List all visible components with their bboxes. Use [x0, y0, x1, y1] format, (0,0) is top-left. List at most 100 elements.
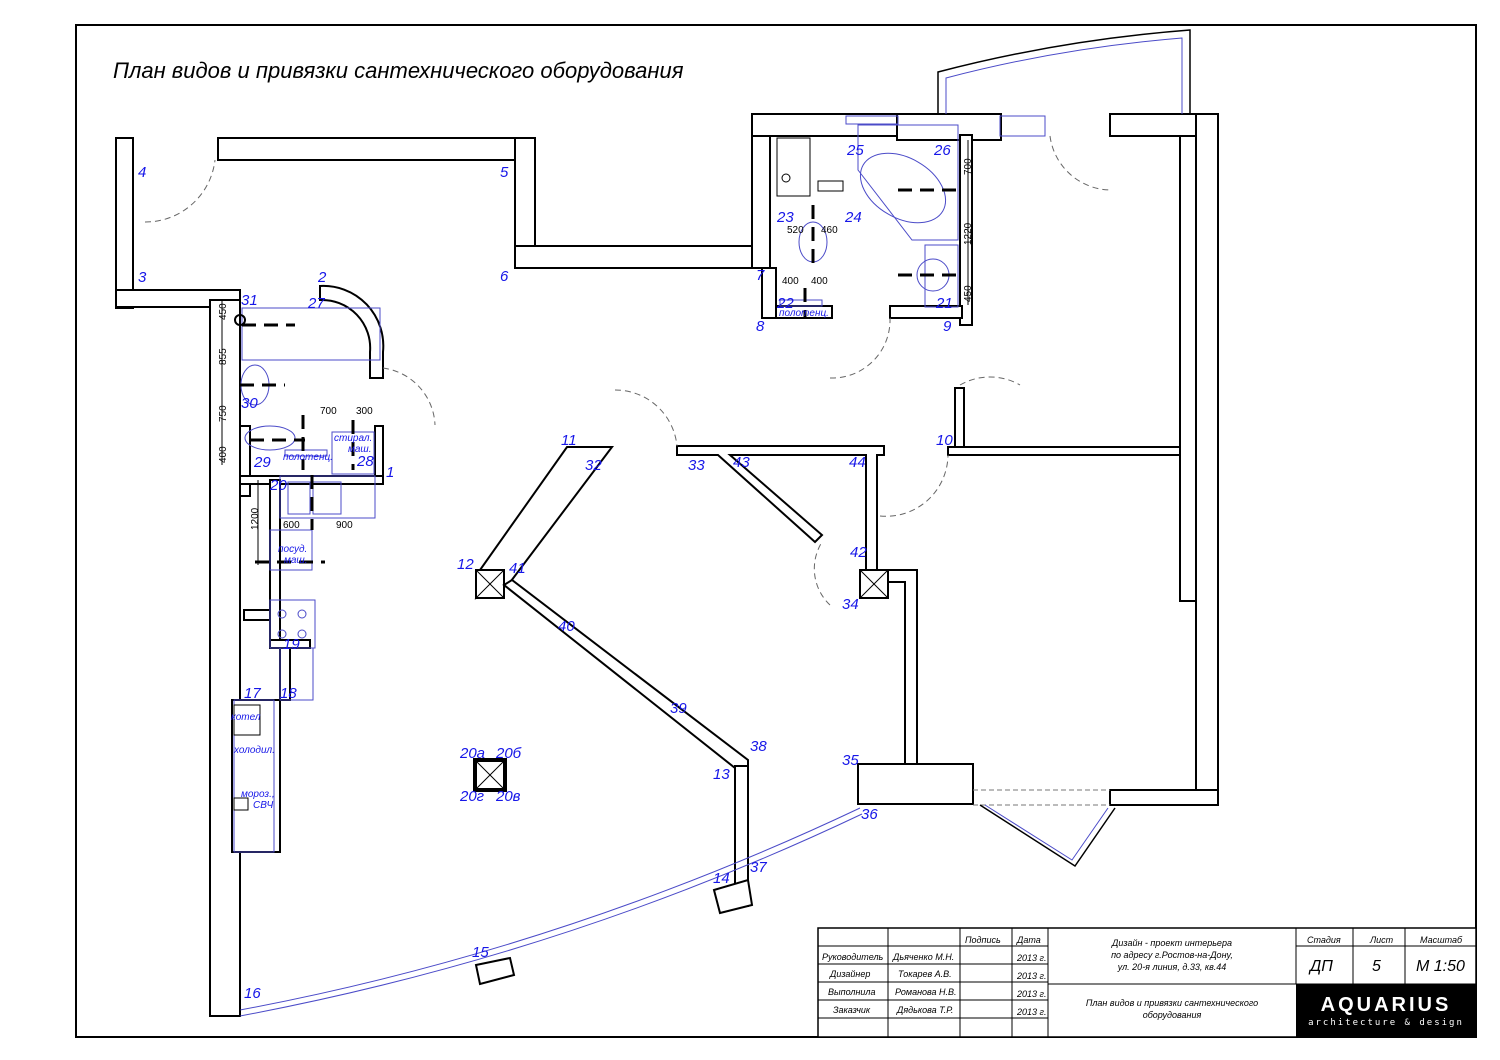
point-label: 44	[849, 454, 866, 471]
person-name: Дьяченко М.Н.	[892, 952, 954, 962]
sheet-title: План видов и привязки сантехнического	[1086, 998, 1258, 1008]
point-label: 34	[842, 596, 859, 613]
point-label: 30	[241, 395, 258, 412]
dimension: 400	[811, 276, 828, 287]
point-label: 12	[457, 556, 474, 573]
equipment-labels: стирал. маш. полотенц. полотенц. посуд. …	[231, 308, 829, 811]
towel-rail-label: полотенц.	[779, 308, 829, 319]
point-label: 20г	[459, 788, 485, 805]
point-label: 8	[756, 318, 765, 335]
point-label: 32	[585, 457, 602, 474]
person-name: Токарев А.В.	[898, 969, 952, 979]
point-label: 7	[756, 267, 765, 284]
point-label: 14	[713, 870, 730, 887]
dimension: 400	[218, 446, 229, 463]
role: Выполнила	[828, 987, 876, 997]
point-label: 28	[356, 453, 374, 470]
role: Дизайнер	[829, 969, 870, 979]
dimension: 520	[787, 225, 804, 236]
microwave-label: СВЧ	[253, 800, 274, 811]
dimension-labels: 450 855 750 400 700 300 1200 600 900 520…	[218, 140, 974, 565]
towel-rail-label: полотенц.	[283, 452, 333, 463]
logo-name: AQUARIUS	[1321, 994, 1452, 1016]
point-label: 21	[935, 295, 953, 312]
scale-header: Масштаб	[1420, 935, 1463, 945]
dimension: 900	[336, 520, 353, 531]
date: 2013 г.	[1016, 953, 1046, 963]
point-label: 20б	[495, 745, 522, 762]
point-label: 40	[558, 618, 575, 635]
point-label: 9	[943, 318, 952, 335]
sheet-header: Лист	[1369, 935, 1394, 945]
point-label: 29	[253, 454, 271, 471]
project-line: по адресу г.Ростов-на-Дону,	[1111, 950, 1233, 960]
scale-value: М 1:50	[1416, 958, 1465, 975]
logo-tagline: architecture & design	[1308, 1018, 1464, 1028]
dimension: 400	[782, 276, 799, 287]
point-label: 37	[750, 859, 767, 876]
washer-label: стирал.	[334, 433, 372, 444]
point-label: 1	[386, 464, 394, 481]
project-line: ул. 20-я линия, д.33, кв.44	[1117, 962, 1227, 972]
role: Руководитель	[822, 952, 884, 962]
drawing-frame	[75, 24, 1477, 1038]
point-label: 17	[244, 685, 261, 702]
point-label: 39	[670, 700, 687, 717]
axis-markers	[240, 188, 960, 564]
role: Заказчик	[833, 1005, 871, 1015]
point-labels: 4 5 3 2 6 7 8 9 10 11 32 33 43 44 42 34 …	[138, 142, 953, 1002]
title-block: Подпись Дата Руководитель Дьяченко М.Н. …	[817, 927, 1477, 1038]
point-label: 33	[688, 457, 705, 474]
dimension: 300	[356, 406, 373, 417]
aquarius-logo: AQUARIUS architecture & design	[1296, 984, 1476, 1037]
dimension: 460	[821, 225, 838, 236]
sheet-number: 5	[1372, 958, 1381, 975]
boiler-label: котел	[231, 712, 261, 723]
date: 2013 г.	[1016, 989, 1046, 999]
point-label: 36	[861, 806, 878, 823]
date: 2013 г.	[1016, 1007, 1046, 1017]
dimension: 450	[218, 303, 229, 320]
stage-value: ДП	[1308, 958, 1333, 975]
plumbing-equipment	[233, 124, 959, 853]
drawing-title: План видов и привязки сантехнического об…	[113, 58, 684, 83]
sheet-title: оборудования	[1143, 1010, 1202, 1020]
freezer-label: мороз.,	[241, 789, 275, 800]
dimension: 1200	[250, 507, 261, 530]
point-label: 11	[561, 432, 577, 449]
dishwasher-label: посуд.	[278, 544, 307, 555]
dishwasher-label: маш.	[284, 555, 308, 566]
point-label: 18	[280, 685, 297, 702]
fridge-label: холодил.	[233, 745, 275, 756]
project-line: Дизайн - проект интерьера	[1111, 938, 1232, 948]
dimension: 700	[320, 406, 337, 417]
point-label: 23	[776, 209, 794, 226]
point-label: 31	[241, 292, 258, 309]
washer-label: маш.	[348, 444, 372, 455]
point-label: 6	[500, 268, 509, 285]
date: 2013 г.	[1016, 971, 1046, 981]
point-label: 19	[283, 636, 300, 653]
point-label: 20а	[459, 745, 485, 762]
point-label: 43	[733, 454, 750, 471]
point-label: 13	[713, 766, 730, 783]
point-label: 16	[244, 985, 261, 1002]
person-name: Романова Н.В.	[895, 987, 957, 997]
point-label: 2	[317, 269, 327, 286]
walls	[115, 29, 1219, 1017]
point-label: 15	[472, 944, 489, 961]
dimension: 750	[218, 405, 229, 422]
doors	[144, 135, 1111, 606]
point-label: 41	[509, 560, 526, 577]
point-label: 5	[500, 164, 509, 181]
dimension: 600	[283, 520, 300, 531]
point-label: 20в	[495, 788, 521, 805]
point-label: 3	[138, 269, 147, 286]
point-label: 20	[269, 477, 287, 494]
point-label: 27	[307, 295, 325, 312]
point-label: 26	[933, 142, 951, 159]
point-label: 25	[846, 142, 864, 159]
point-label: 10	[936, 432, 953, 449]
person-name: Дядькова Т.Р.	[896, 1005, 953, 1015]
